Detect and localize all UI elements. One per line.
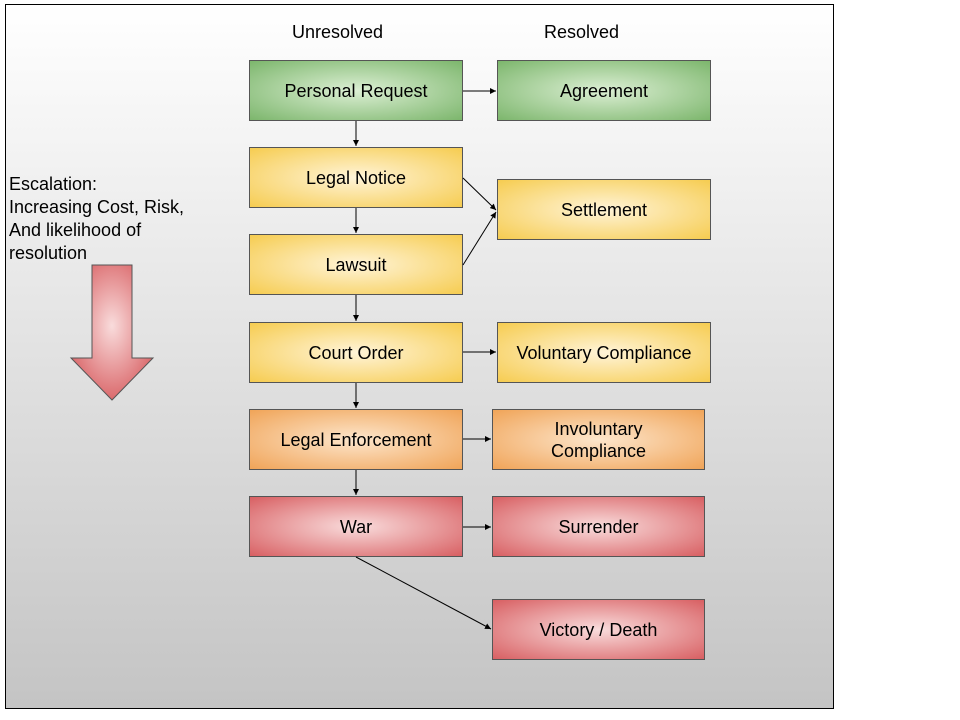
legal-notice-label: Legal Notice	[305, 167, 407, 188]
personal-request-box: Personal Request	[249, 60, 463, 121]
legal-notice-box: Legal Notice	[249, 147, 463, 208]
voluntary-compliance-box: Voluntary Compliance	[497, 322, 711, 383]
legal-enforcement-box: Legal Enforcement	[249, 409, 463, 470]
unresolved-column-header: Unresolved	[292, 22, 384, 42]
agreement-label: Agreement	[559, 80, 649, 101]
escalation-down-arrow-icon	[69, 264, 155, 401]
war-label: War	[339, 516, 373, 537]
voluntary-compliance-label: Voluntary Compliance	[516, 342, 692, 363]
legal-enforcement-label: Legal Enforcement	[280, 429, 432, 450]
arrow-notice-to-settlement	[462, 177, 497, 211]
war-box: War	[249, 496, 463, 557]
court-order-label: Court Order	[308, 342, 404, 363]
arrow-war-to-victory	[355, 556, 492, 630]
court-order-box: Court Order	[249, 322, 463, 383]
involuntary-compliance-box: Involuntary Compliance	[492, 409, 705, 470]
surrender-box: Surrender	[492, 496, 705, 557]
agreement-box: Agreement	[497, 60, 711, 121]
involuntary-compliance-label: Involuntary Compliance	[550, 418, 647, 461]
settlement-label: Settlement	[560, 199, 648, 220]
lawsuit-box: Lawsuit	[249, 234, 463, 295]
victory-death-label: Victory / Death	[539, 619, 658, 640]
arrow-lawsuit-to-settlement	[462, 211, 497, 266]
escalation-label: Escalation: Increasing Cost, Risk, And l…	[9, 174, 185, 263]
lawsuit-label: Lawsuit	[325, 254, 387, 275]
surrender-label: Surrender	[558, 516, 639, 537]
resolved-column-header: Resolved	[544, 22, 620, 42]
personal-request-label: Personal Request	[284, 80, 428, 101]
settlement-box: Settlement	[497, 179, 711, 240]
victory-death-box: Victory / Death	[492, 599, 705, 660]
